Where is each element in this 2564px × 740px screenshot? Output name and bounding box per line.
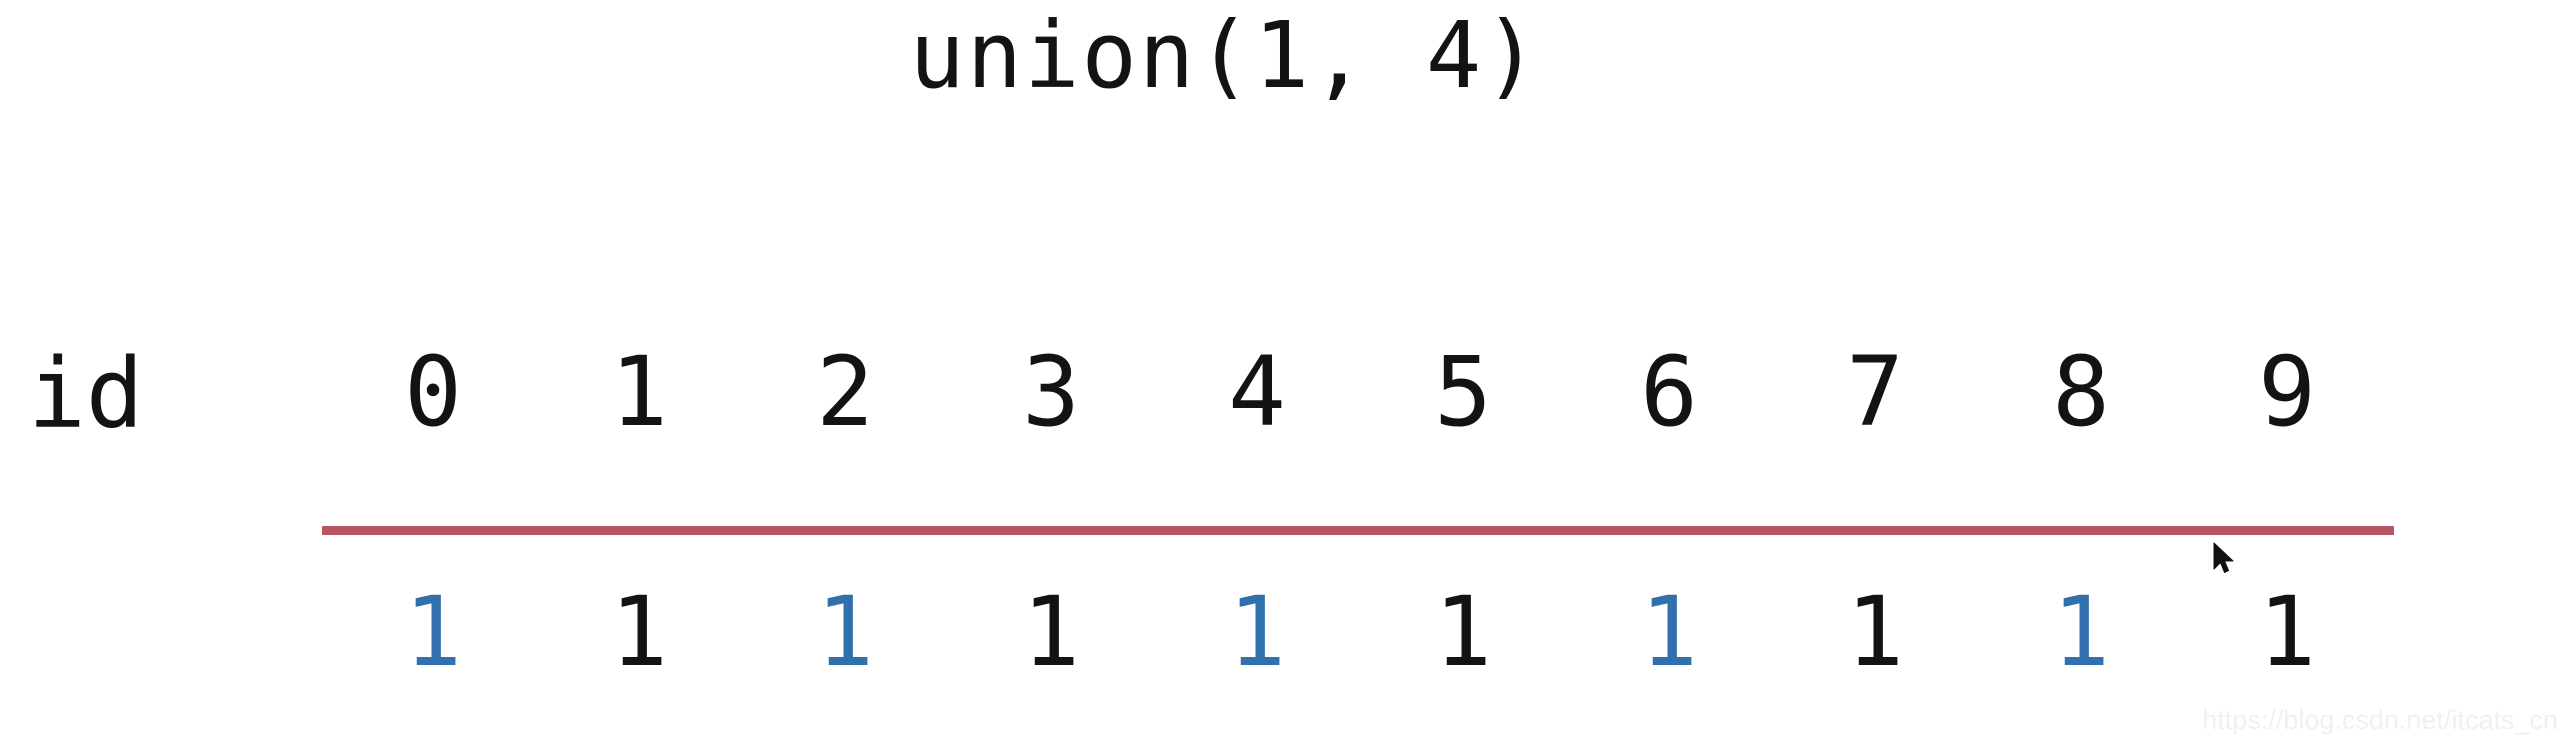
index-header-cell: 4 <box>1228 336 1286 448</box>
value-cell: 1 <box>404 576 462 688</box>
index-header-cell: 0 <box>404 336 462 448</box>
index-header-cell: 7 <box>1846 336 1904 448</box>
index-header-cell: 5 <box>1434 336 1492 448</box>
value-cell: 1 <box>1434 576 1492 688</box>
watermark-text: https://blog.csdn.net/itcats_cn <box>2202 705 2558 735</box>
value-cell: 1 <box>1022 576 1080 688</box>
value-cell: 1 <box>610 576 668 688</box>
value-cell: 1 <box>816 576 874 688</box>
index-header-cell: 9 <box>2258 336 2316 448</box>
id-array-table: id 0 1 2 3 4 5 6 7 8 9 1 1 1 1 1 1 1 1 1… <box>0 330 2564 730</box>
value-row: 1 1 1 1 1 1 1 1 1 1 <box>330 584 2390 680</box>
index-header-cell: 2 <box>816 336 874 448</box>
index-header-cell: 8 <box>2052 336 2110 448</box>
value-cell: 1 <box>1228 576 1286 688</box>
table-row-label-id: id <box>28 338 144 450</box>
index-header-row: 0 1 2 3 4 5 6 7 8 9 <box>330 344 2390 440</box>
value-cell: 1 <box>2258 576 2316 688</box>
page-title: union(1, 4) <box>909 2 1541 109</box>
index-header-cell: 1 <box>610 336 668 448</box>
index-header-cell: 6 <box>1640 336 1698 448</box>
value-cell: 1 <box>1640 576 1698 688</box>
header-separator-rule <box>322 526 2394 535</box>
value-cell: 1 <box>1846 576 1904 688</box>
value-cell: 1 <box>2052 576 2110 688</box>
index-header-cell: 3 <box>1022 336 1080 448</box>
